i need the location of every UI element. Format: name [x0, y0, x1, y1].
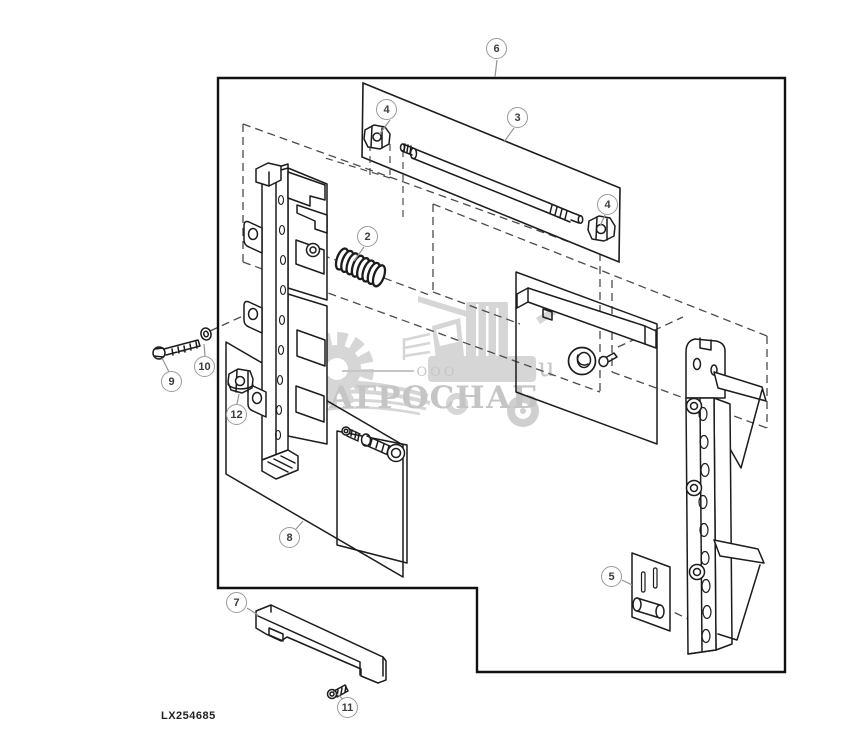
bolt-9	[152, 339, 201, 360]
nut-12	[227, 368, 254, 394]
large-bolt	[360, 433, 406, 463]
watermark-suffix: u	[538, 353, 555, 383]
pin-panel-5	[631, 552, 671, 632]
harvester-icon	[402, 296, 556, 427]
watermark-graphics: ООО АГРОСНАБ u	[274, 296, 556, 427]
nut-left	[363, 124, 391, 150]
nut-right	[587, 215, 616, 242]
washer-10	[200, 327, 212, 341]
callout-leader-lines	[161, 59, 633, 701]
callout-8[interactable]: 8	[279, 527, 300, 548]
callout-11[interactable]: 11	[337, 697, 358, 718]
callout-5[interactable]: 5	[601, 566, 622, 587]
callout-6[interactable]: 6	[486, 38, 507, 59]
diagram-border	[216, 76, 787, 674]
callout-2[interactable]: 2	[357, 226, 378, 247]
small-bolt	[341, 426, 361, 442]
rod-part	[399, 143, 584, 225]
watermark-brand: АГРОСНАБ	[329, 380, 540, 416]
callout-9[interactable]: 9	[161, 371, 182, 392]
spring-part	[334, 247, 387, 288]
nut-projection-dashed	[321, 144, 404, 220]
shield-bracket-7	[255, 604, 387, 684]
right-rail-bracket	[685, 337, 767, 655]
callout-10[interactable]: 10	[194, 356, 215, 377]
callout-7[interactable]: 7	[226, 592, 247, 613]
latch-bracket	[516, 287, 657, 349]
bolt-panel	[336, 430, 408, 564]
center-panel	[515, 271, 658, 445]
callout-3[interactable]: 3	[507, 107, 528, 128]
knob-part	[567, 346, 597, 376]
callout-12[interactable]: 12	[226, 404, 247, 425]
knob-screw	[598, 352, 618, 368]
left-rail-bracket	[243, 162, 328, 480]
top-plate-panel	[361, 81, 621, 264]
mounting-plate-8	[225, 341, 404, 578]
callout-4-left[interactable]: 4	[376, 99, 397, 120]
watermark-ooo: ООО	[417, 365, 458, 380]
callout-4-right[interactable]: 4	[597, 194, 618, 215]
figure-code-label: LX254685	[161, 710, 216, 722]
bolt-11	[326, 684, 349, 700]
